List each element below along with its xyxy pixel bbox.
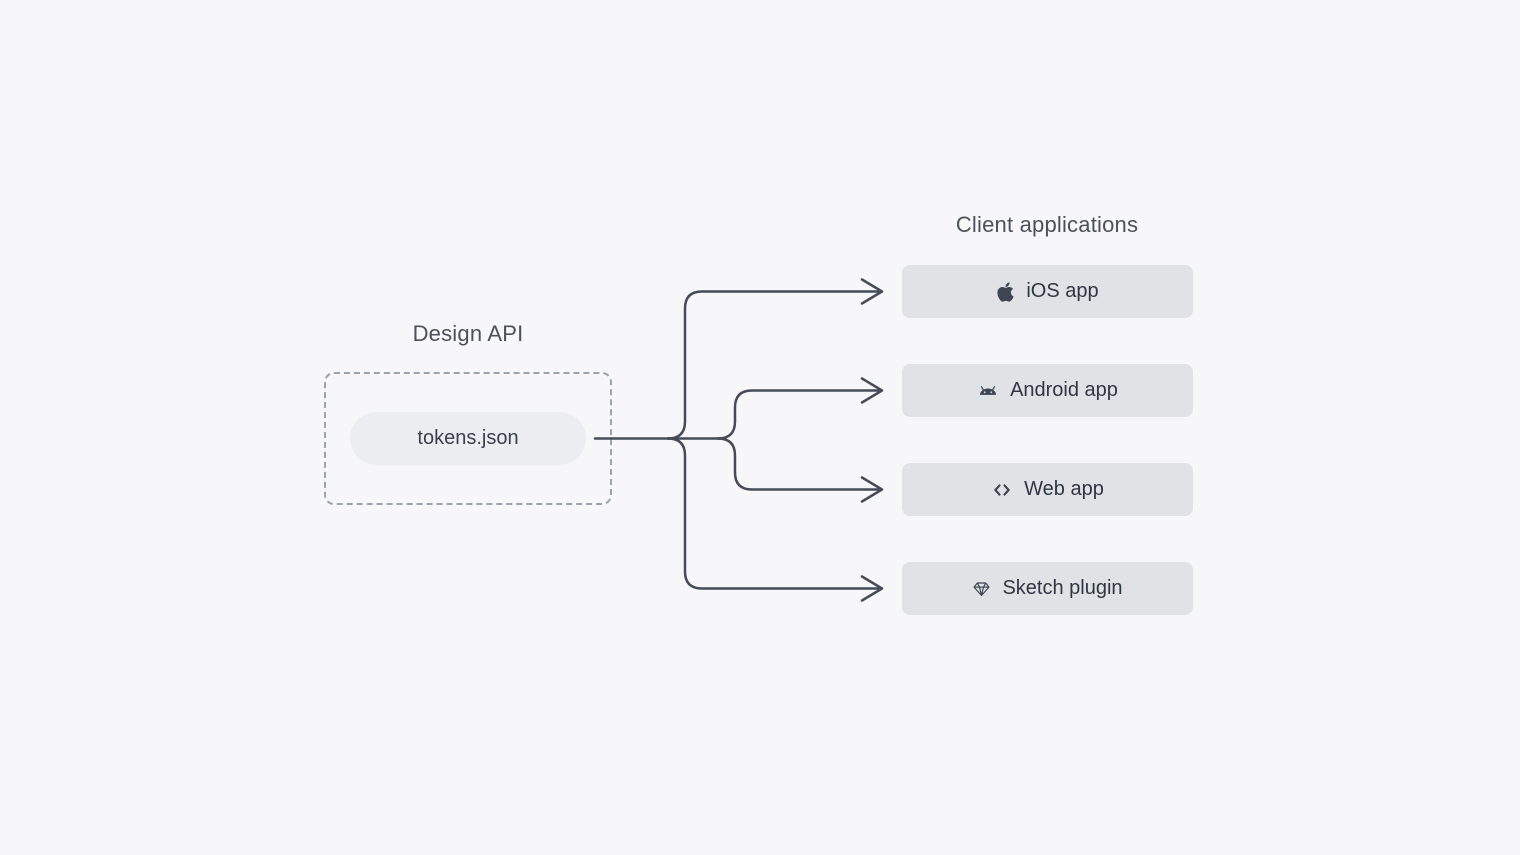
gem-icon <box>972 580 991 598</box>
arrowhead-sketch <box>860 575 884 602</box>
code-icon <box>991 480 1013 500</box>
client-node-label: Sketch plugin <box>1002 577 1123 599</box>
tokens-json-label: tokens.json <box>417 427 519 449</box>
design-api-title: Design API <box>412 321 524 346</box>
connector-web <box>716 437 880 491</box>
arrowhead-ios <box>860 278 884 305</box>
apple-icon <box>996 281 1015 303</box>
client-node-ios: iOS app <box>902 265 1193 318</box>
android-icon <box>977 380 999 402</box>
client-node-android: Android app <box>902 364 1193 417</box>
connector-sketch <box>666 437 880 590</box>
tokens-json-node: tokens.json <box>350 412 586 465</box>
arrowhead-web <box>860 476 884 503</box>
client-node-label: Android app <box>1010 379 1118 401</box>
client-node-label: iOS app <box>1026 280 1099 302</box>
client-node-web: Web app <box>902 463 1193 516</box>
client-applications-title: Client applications <box>955 212 1139 237</box>
connector-ios <box>666 290 880 440</box>
client-node-label: Web app <box>1024 478 1104 500</box>
arrowhead-android <box>860 377 884 404</box>
connector-android <box>716 389 880 440</box>
client-node-sketch: Sketch plugin <box>902 562 1193 615</box>
